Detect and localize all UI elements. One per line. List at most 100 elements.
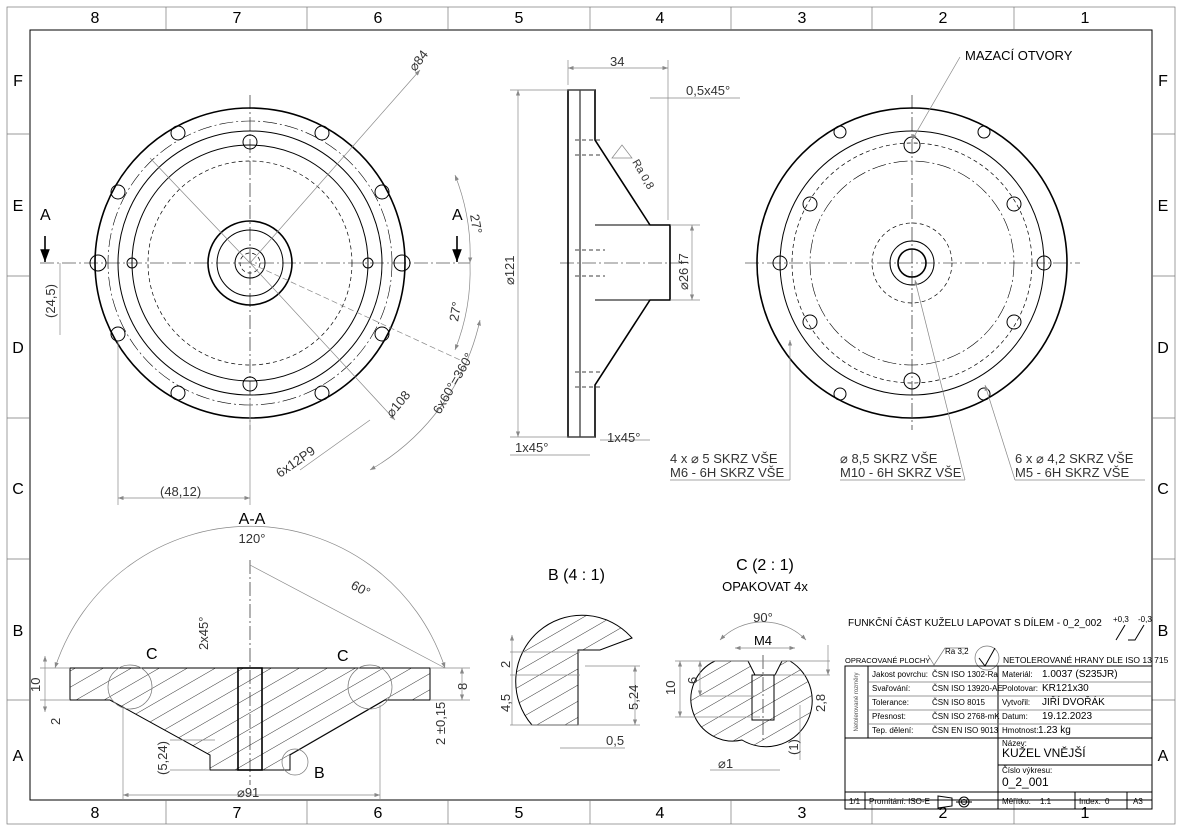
standard-label: Přesnost: bbox=[872, 712, 906, 721]
column-label: 5 bbox=[515, 805, 524, 822]
row-label: E bbox=[1158, 198, 1169, 215]
column-label: 3 bbox=[798, 10, 807, 27]
lapping-note: FUNKČNÍ ČÁST KUŽELU LAPOVAT S DÍLEM - 0_… bbox=[848, 616, 1102, 629]
standard-value: ČSN EN ISO 9013 bbox=[932, 726, 999, 735]
dimension-label: 90° bbox=[753, 610, 773, 625]
front-view: ⌀84 27° 27° A A (24,5) ⌀108 6x60°=360° 6… bbox=[40, 47, 485, 505]
edge-tolerance-minus: -0,3 bbox=[1138, 615, 1152, 624]
dimension-label: ⌀26 f7 bbox=[676, 253, 691, 290]
dimension-label: ⌀121 bbox=[502, 255, 517, 285]
column-label: 8 bbox=[91, 805, 100, 822]
column-label: 3 bbox=[798, 805, 807, 822]
dimension-label: 1x45° bbox=[607, 430, 640, 445]
lubrication-holes-callout: MAZACÍ OTVORY bbox=[965, 48, 1073, 63]
projection-symbol-icon bbox=[937, 795, 972, 809]
dimension-label: 10 bbox=[663, 681, 678, 695]
dimension-label: 5,24 bbox=[626, 685, 641, 710]
untoleranced-dims-label: Netolerované rozměry bbox=[854, 672, 860, 731]
detail-title: C (2 : 1) bbox=[736, 557, 794, 574]
dimension-label: 10 bbox=[28, 678, 43, 692]
detail-marker: C bbox=[146, 646, 158, 663]
section-marker: A bbox=[452, 207, 463, 224]
drawing-number: 0_2_001 bbox=[1002, 775, 1049, 789]
info-label: Polotovar: bbox=[1002, 684, 1038, 693]
column-label: 6 bbox=[374, 10, 383, 27]
hole-note: M6 - 6H SKRZ VŠE bbox=[670, 465, 784, 480]
standard-label: Jakost povrchu: bbox=[872, 670, 928, 679]
title-block: FUNKČNÍ ČÁST KUŽELU LAPOVAT S DÍLEM - 0_… bbox=[844, 615, 1169, 810]
standard-value: ČSN ISO 2768-mK bbox=[932, 712, 1000, 721]
standard-value: ČSN ISO 13920-AE bbox=[932, 684, 1003, 693]
dimension-label: 27° bbox=[446, 301, 464, 323]
number-label: Číslo výkresu: bbox=[1002, 766, 1052, 775]
row-label: E bbox=[13, 198, 24, 215]
column-label: 2 bbox=[939, 10, 948, 27]
date-value: 19.12.2023 bbox=[1042, 711, 1092, 722]
column-label: 8 bbox=[91, 10, 100, 27]
dimension-label: ⌀84 bbox=[406, 47, 432, 74]
roughness-value: Ra 3,2 bbox=[945, 647, 969, 656]
roughness-label: Ra 0,8 bbox=[629, 158, 656, 192]
dimension-label: 2,8 bbox=[813, 694, 828, 712]
drawing-frame: 8 7 6 5 4 3 2 1 8 7 6 5 4 3 2 1 F E D C … bbox=[6, 6, 1176, 825]
standard-value: ČSN ISO 8015 bbox=[932, 698, 985, 707]
projection-label: Promítání: ISO-E bbox=[869, 797, 930, 806]
row-label: B bbox=[13, 623, 24, 640]
hole-note: M5 - 6H SKRZ VŠE bbox=[1015, 465, 1129, 480]
info-label: Vytvořil: bbox=[1002, 698, 1030, 707]
dimension-label: 4,5 bbox=[498, 694, 513, 712]
standard-value: ČSN ISO 1302-Ra bbox=[932, 670, 998, 679]
section-marker: A bbox=[40, 207, 51, 224]
standard-label: Svařování: bbox=[872, 684, 910, 693]
column-label: 7 bbox=[233, 10, 242, 27]
detail-c: C (2 : 1) OPAKOVAT 4x 90° M4 10 6 2,8 (1… bbox=[663, 557, 831, 771]
hole-note: 4 x ⌀ 5 SKRZ VŠE bbox=[670, 451, 778, 466]
dimension-label: 2 bbox=[48, 718, 63, 725]
scale-label: Měřítko: bbox=[1002, 797, 1031, 806]
dimension-label: 0,5x45° bbox=[686, 83, 730, 98]
row-label: B bbox=[1158, 623, 1169, 640]
dimension-label: 8 bbox=[455, 683, 470, 690]
material-value: 1.0037 (S235JR) bbox=[1042, 669, 1118, 680]
detail-subtitle: OPAKOVAT 4x bbox=[722, 579, 808, 594]
column-label: 1 bbox=[1081, 805, 1090, 822]
index-label: Index: bbox=[1079, 797, 1101, 806]
dimension-label: ⌀108 bbox=[383, 388, 413, 420]
dimension-label: 2x45° bbox=[196, 617, 211, 650]
dimension-label: (24,5) bbox=[43, 284, 58, 318]
dimension-label: 34 bbox=[610, 54, 624, 69]
edges-note: NETOLEROVANÉ HRANY DLE ISO 13 715 bbox=[1003, 655, 1169, 665]
section-a-a: A-A 120° 60° 2x45° C C 10 2 8 2 ±0,15 (5… bbox=[28, 511, 470, 800]
dimension-label: ⌀91 bbox=[237, 785, 259, 800]
dimension-label: 120° bbox=[239, 531, 266, 546]
column-label: 4 bbox=[656, 805, 665, 822]
index-value: 0 bbox=[1105, 797, 1110, 806]
row-label: F bbox=[13, 73, 23, 90]
column-label: 7 bbox=[233, 805, 242, 822]
machined-surfaces-label: OPRACOVANÉ PLOCHY bbox=[845, 656, 930, 665]
edge-tolerance-plus: +0,3 bbox=[1113, 615, 1129, 624]
hole-note: M10 - 6H SKRZ VŠE bbox=[840, 465, 962, 480]
rear-view: MAZACÍ OTVORY 4 x ⌀ 5 SKRZ VŠE M6 - 6H S… bbox=[670, 48, 1145, 481]
dimension-label: 2 ±0,15 bbox=[433, 702, 448, 745]
column-label: 1 bbox=[1081, 10, 1090, 27]
dimension-label: (5,24) bbox=[155, 741, 170, 775]
column-label: 5 bbox=[515, 10, 524, 27]
format-value: A3 bbox=[1133, 797, 1143, 806]
part-name: KUŽEL VNĚJŠÍ bbox=[1002, 745, 1086, 760]
row-label: A bbox=[13, 748, 24, 765]
detail-marker: B bbox=[314, 765, 325, 782]
row-label: D bbox=[1157, 340, 1169, 357]
row-label: F bbox=[1158, 73, 1168, 90]
dimension-label: (48,12) bbox=[160, 484, 201, 499]
blank-value: KR121x30 bbox=[1042, 683, 1089, 694]
dimension-label: 27° bbox=[467, 213, 485, 235]
standard-label: Tolerance: bbox=[872, 698, 909, 707]
column-label: 6 bbox=[374, 805, 383, 822]
section-title: A-A bbox=[239, 511, 266, 528]
dimension-label: (1) bbox=[786, 739, 801, 755]
author-value: JIŘÍ DVOŘÁK bbox=[1042, 695, 1105, 708]
dimension-label: 6x60°=360° bbox=[430, 350, 477, 416]
dimension-label: M4 bbox=[754, 633, 772, 648]
